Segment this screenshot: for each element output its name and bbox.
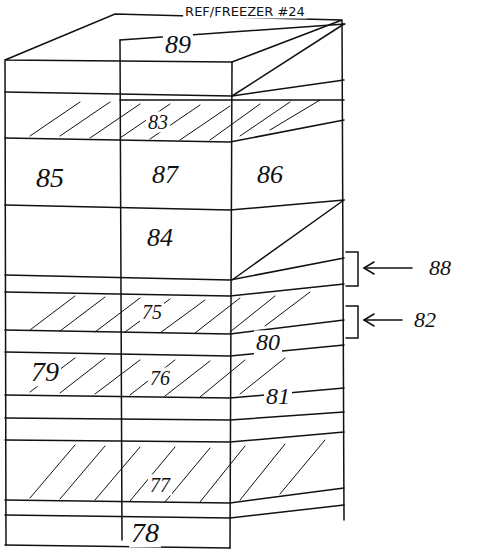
callout-number: 75: [140, 302, 164, 323]
callout-number: 86: [255, 161, 285, 188]
callout-number: 88: [427, 256, 453, 279]
callout-number: 82: [412, 308, 438, 331]
callout-number: 89: [163, 31, 193, 58]
callout-number: 84: [145, 224, 175, 251]
callout-number: 79: [29, 357, 61, 386]
callout-number: 87: [150, 161, 180, 188]
callout-number: 78: [129, 518, 161, 547]
callout-number: 76: [148, 368, 172, 389]
callout-number: 83: [146, 112, 170, 133]
callout-number: 80: [254, 330, 282, 355]
callout-number: 77: [148, 475, 172, 496]
diagram-title: REF/FREEZER #24: [183, 4, 307, 19]
callout-number: 81: [264, 384, 292, 409]
callout-number: 85: [34, 163, 66, 192]
